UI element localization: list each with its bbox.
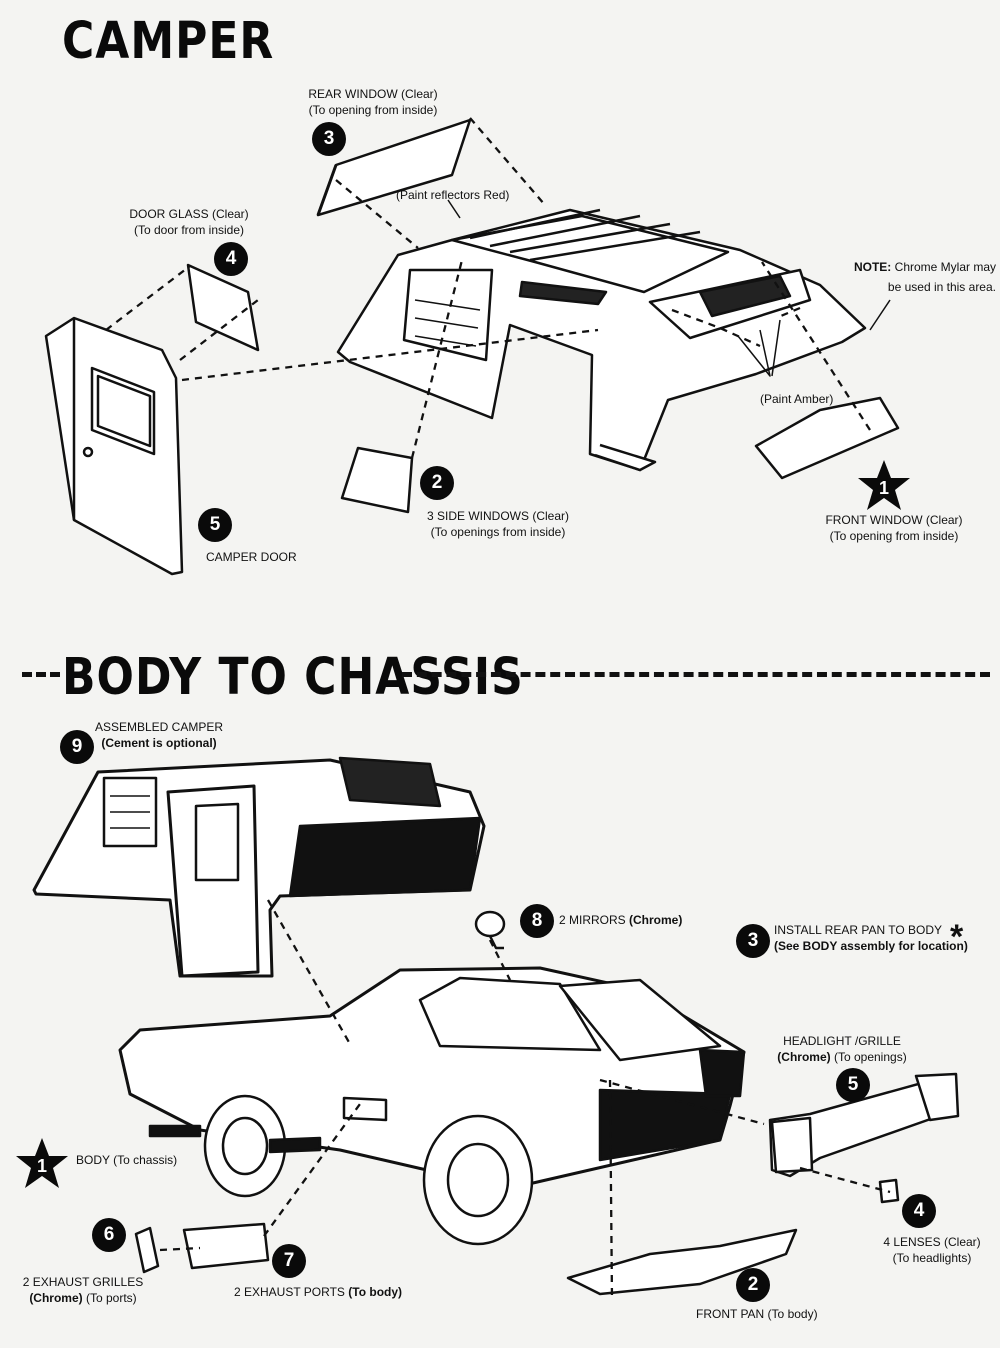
lenses-number-badge: 4 bbox=[902, 1194, 936, 1228]
exhaust-grilles-number-badge: 6 bbox=[92, 1218, 126, 1252]
rear-pan-number-badge: 3 bbox=[736, 924, 770, 958]
headlight-grille-drawing bbox=[768, 1072, 960, 1178]
camper-door-number-badge: 5 bbox=[198, 508, 232, 542]
exhaust-port-drawing bbox=[182, 1222, 270, 1270]
left-dash-rule bbox=[22, 672, 60, 677]
front-pan-number-badge: 2 bbox=[736, 1268, 770, 1302]
headlight-grille-number-badge: 5 bbox=[836, 1068, 870, 1102]
assembled-camper-drawing bbox=[32, 756, 486, 978]
rear-window-label: REAR WINDOW (Clear) (To opening from ins… bbox=[308, 87, 438, 117]
front-window-label: FRONT WINDOW (Clear) (To opening from in… bbox=[825, 513, 963, 543]
rear-window-number-badge: 3 bbox=[312, 122, 346, 156]
paint-reflectors-label: (Paint reflectors Red) bbox=[396, 188, 510, 202]
exhaust-ports-label: 2 EXHAUST PORTS (To body) bbox=[234, 1285, 403, 1299]
mirrors-label: 2 MIRRORS (Chrome) bbox=[559, 913, 683, 927]
rear-pan-asterisk: * bbox=[950, 918, 964, 956]
camper-section-title: CAMPER bbox=[62, 12, 275, 71]
side-windows-number-badge: 2 bbox=[420, 466, 454, 500]
front-pan-label: FRONT PAN (To body) bbox=[696, 1307, 818, 1321]
truck-body-drawing bbox=[118, 966, 746, 1246]
rear-pan-label: INSTALL REAR PAN TO BODY (See BODY assem… bbox=[774, 923, 968, 953]
camper-shell-drawing bbox=[336, 208, 867, 472]
door-glass-number-badge: 4 bbox=[214, 242, 248, 276]
door-glass-label: DOOR GLASS (Clear) (To door from inside) bbox=[129, 207, 249, 237]
headlight-grille-label: HEADLIGHT /GRILLE (Chrome) (To openings) bbox=[777, 1034, 907, 1064]
front-window-number: 1 bbox=[878, 477, 889, 498]
mirrors-number-badge: 8 bbox=[520, 904, 554, 938]
lenses-label: 4 LENSES (Clear) (To headlights) bbox=[883, 1235, 981, 1265]
side-window-drawing bbox=[340, 446, 414, 514]
assembled-camper-label: ASSEMBLED CAMPER (Cement is optional) bbox=[94, 720, 224, 750]
camper-door-drawing bbox=[44, 316, 184, 576]
body-label: BODY (To chassis) bbox=[76, 1153, 178, 1167]
door-glass-drawing bbox=[186, 263, 260, 352]
rear-window-drawing bbox=[316, 118, 472, 217]
camper-door-label: CAMPER DOOR bbox=[206, 550, 297, 564]
exhaust-ports-number-badge: 7 bbox=[272, 1244, 306, 1278]
paint-amber-label: (Paint Amber) bbox=[760, 392, 834, 406]
exhaust-grilles-label: 2 EXHAUST GRILLES (Chrome) (To ports) bbox=[22, 1275, 144, 1305]
right-dash-rule bbox=[402, 672, 990, 677]
assembled-camper-number-badge: 9 bbox=[60, 730, 94, 764]
body-number: 1 bbox=[36, 1155, 47, 1176]
body-star-badge: 1 bbox=[14, 1136, 70, 1192]
exhaust-grille-drawing bbox=[134, 1226, 160, 1274]
note-label: NOTE: Chrome Mylar may be used in this a… bbox=[853, 260, 996, 294]
front-window-star-badge: 1 bbox=[856, 458, 912, 514]
front-pan-drawing bbox=[566, 1228, 798, 1296]
body-to-chassis-section-title: BODY TO CHASSIS bbox=[62, 648, 524, 707]
mirror-drawing bbox=[474, 910, 506, 950]
side-windows-label: 3 SIDE WINDOWS (Clear) (To openings from… bbox=[426, 509, 569, 539]
